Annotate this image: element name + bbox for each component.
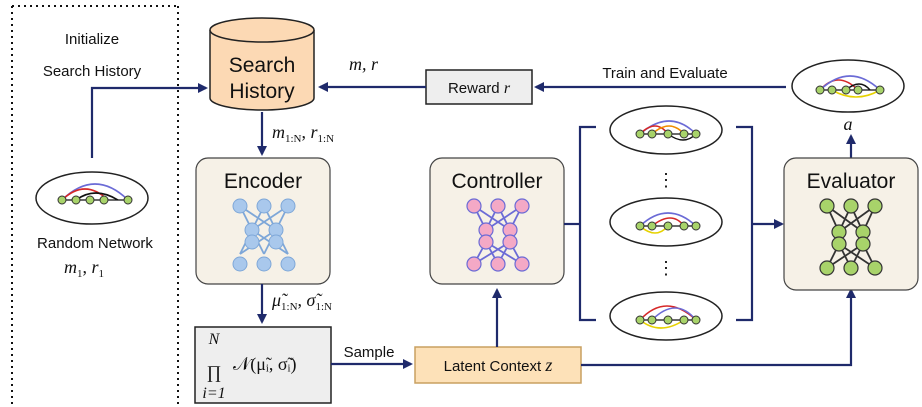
controller-nodes	[466, 198, 530, 272]
random-network-label: Random Network	[37, 235, 153, 252]
search-history-database	[209, 17, 315, 111]
encoder-nodes	[232, 198, 296, 272]
latent-context-label: Latent Context z	[444, 355, 553, 375]
gaussian-expression: 𝒩(μ̃ᵢ, σ̃ᵢ)	[233, 354, 296, 375]
product-upper: N	[208, 331, 221, 348]
candidate-network-3	[609, 291, 723, 341]
history-samples-label: m1:N, r1:N	[272, 122, 334, 145]
evaluator-nodes	[819, 198, 883, 276]
candidate-ellipsis-2: ⋮	[657, 258, 675, 278]
reward-box	[425, 69, 533, 105]
search-history-title-2: History	[229, 80, 295, 103]
train-evaluate-label: Train and Evaluate	[602, 65, 727, 82]
output-network-graph	[791, 59, 905, 113]
sample-label: Sample	[344, 344, 395, 361]
latent-context-box	[414, 346, 582, 384]
posterior-product-box	[194, 326, 332, 404]
candidate-network-2	[609, 197, 723, 247]
evaluator-title: Evaluator	[807, 170, 896, 193]
encoder-title: Encoder	[224, 170, 302, 193]
product-symbol: ∏	[207, 362, 222, 382]
candidate-network-1	[609, 105, 723, 155]
product-lower: i=1	[202, 385, 225, 402]
controller-title: Controller	[451, 170, 542, 193]
action-label: a	[844, 114, 853, 134]
random-network-graph	[35, 171, 149, 225]
initialization-region	[11, 5, 179, 404]
random-network-values: m1, r1	[64, 257, 104, 280]
latent-params-label: μ̃1:N, σ̃1:N	[271, 290, 332, 313]
candidate-ellipsis-1: ⋮	[657, 170, 675, 190]
reward-label: Reward r	[448, 80, 511, 97]
search-history-title: Search	[229, 54, 296, 77]
initialize-label: Initialize	[65, 31, 119, 48]
feedback-m-r: m, r	[349, 54, 379, 74]
initialize-search-history-label: Search History	[43, 63, 142, 80]
